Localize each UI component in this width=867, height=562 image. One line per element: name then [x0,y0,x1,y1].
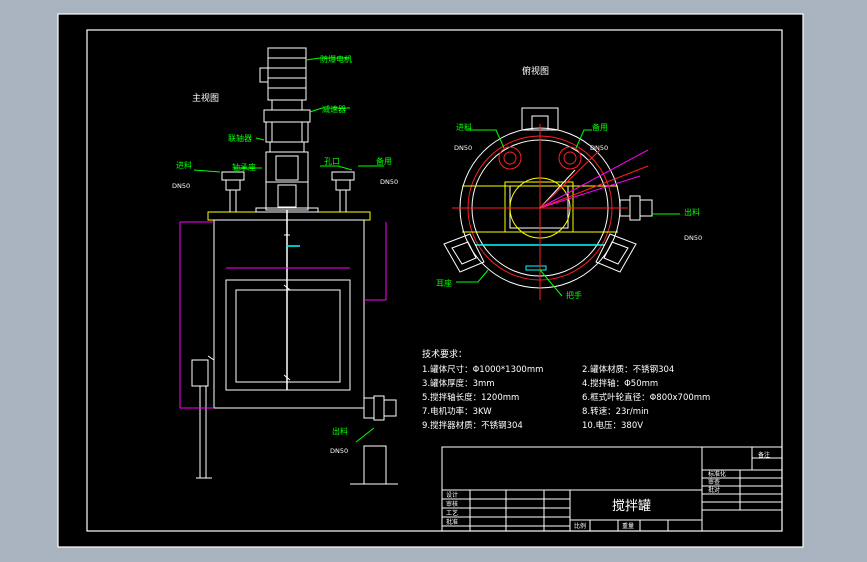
label-top-feed-dn: DN50 [454,144,472,152]
tech-item: 10.电压：380V [582,420,643,431]
tank-leg-right [350,445,398,485]
tech-item: 8.转速：23r/min [582,406,649,417]
label-coupling: 联轴器 [228,133,252,143]
top-right-nozzle [331,171,355,212]
title-weight: 重量 [622,522,634,530]
front-view-title: 主视图 [192,92,219,104]
label-spare-right-dn: DN50 [380,178,398,186]
title-approve: 批准 [446,518,458,526]
top-view-title: 俯视图 [522,65,549,77]
title-ratio: 比例 [574,522,586,530]
top-left-nozzle [221,171,245,212]
label-motor: 防爆电机 [320,54,352,64]
tech-item: 6.框式叶轮直径：Φ800x700mm [582,392,710,403]
outlet-nozzle [363,395,397,421]
label-top-spare-dn: DN50 [590,144,608,152]
drawing-sheet [57,13,804,548]
top-view-lug-left [443,233,485,273]
tech-item: 3.罐体厚度：3mm [422,378,495,389]
title-standard: 标准化 [708,470,726,478]
tech-item: 7.电机功率：3KW [422,406,492,417]
tech-item: 5.搅拌轴长度：1200mm [422,392,519,403]
label-outlet-front: 出料 [332,426,348,436]
title-review: 审查 [708,478,720,486]
tech-item: 2.罐体材质：不锈钢304 [582,364,674,375]
label-top-outlet-dn: DN50 [684,234,702,242]
label-outlet-front-dn: DN50 [330,447,348,455]
top-view-feed-nozzle [498,146,522,170]
label-reducer: 减速器 [322,104,346,114]
title-designer: 设计 [446,491,458,499]
tech-heading: 技术要求： [422,348,467,360]
tank-leg-left [191,355,215,479]
label-top-outlet: 出料 [684,207,700,217]
label-spare-right: 备用 [376,156,392,166]
title-top-right: 备注 [758,451,770,459]
tech-item: 9.搅拌器材质：不锈钢304 [422,420,523,431]
label-top-lug: 耳座 [436,278,452,288]
label-feed-left: 进料 [176,160,192,170]
label-feed-left-dn: DN50 [172,182,190,190]
tech-item: 1.罐体尺寸：Φ1000*1300mm [422,364,543,375]
top-view [443,107,653,300]
top-callout-leaders [456,129,680,297]
top-view-spare-nozzle [558,146,582,170]
tank-top-plate [207,211,371,221]
front-view [191,47,398,485]
front-callout-leaders [193,57,384,443]
label-top-spare: 备用 [592,122,608,132]
front-dimension-lines [179,221,387,409]
title-checker: 审核 [446,500,458,508]
title-proc: 工艺 [446,509,458,517]
label-manhole: 孔口 [324,157,340,166]
tech-item: 4.搅拌轴：Φ50mm [582,378,658,389]
label-top-feed: 进料 [456,122,472,132]
drawing-name: 搅拌罐 [612,498,651,514]
top-view-lug-right [595,233,637,273]
label-bearing-seat: 轴承座 [232,162,256,172]
agitator-frame [225,279,351,391]
label-top-handle: 把手 [566,290,582,300]
top-view-handle [525,265,547,271]
title-block [441,446,783,532]
title-sign: 批对 [708,486,720,494]
drawing-frame [86,29,783,532]
